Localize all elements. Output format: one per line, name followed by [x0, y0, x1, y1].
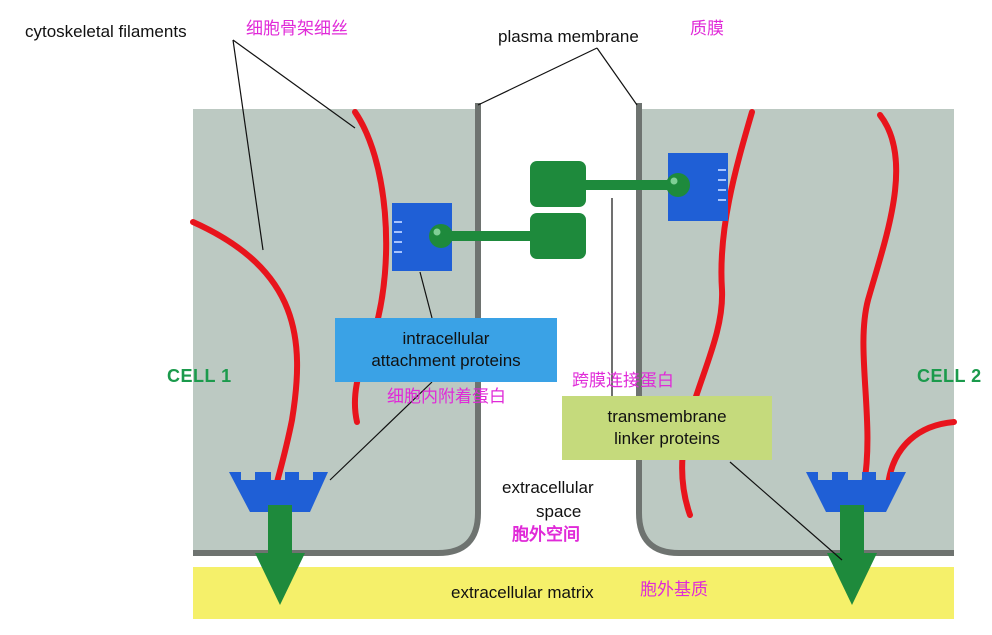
linker-knob-cell2-shine: [670, 177, 678, 185]
filament-cell1-b: [351, 109, 390, 425]
label-cell-2: CELL 2: [917, 366, 982, 386]
attachment-block-cell2-teeth: [718, 169, 726, 201]
extracellular-matrix-band: [193, 567, 954, 619]
intra-box-line-2: attachment proteins: [371, 351, 521, 370]
label-cell-1: CELL 1: [167, 366, 232, 386]
linker-head-top: [530, 161, 586, 207]
cell-1-membrane: [193, 103, 481, 556]
intra-box-line-1: intracellular: [402, 328, 490, 348]
label-extracellular-space-cn: 胞外空间: [512, 525, 580, 545]
linker-rod-cell1: [440, 231, 532, 241]
label-extracellular-space-1: extracellular: [502, 478, 594, 497]
intracellular-attachment-proteins-box: intracellular attachment proteins: [335, 318, 557, 382]
label-intracellular-attachment-cn: 细胞内附着蛋白: [387, 387, 506, 407]
transmembrane-linker-proteins-box: transmembrane linker proteins: [562, 396, 772, 460]
basal-attachment-cell1: [229, 472, 328, 512]
label-cytoskeletal-filaments: cytoskeletal filaments: [25, 22, 187, 41]
label-cytoskeletal-filaments-cn: 细胞骨架细丝: [246, 19, 348, 39]
label-plasma-membrane: plasma membrane: [498, 27, 639, 46]
attachment-block-cell1-teeth: [394, 221, 402, 253]
label-extracellular-space-2: space: [536, 502, 582, 521]
matrix-anchor-arrow-cell2: [827, 505, 877, 605]
label-plasma-membrane-cn: 质膜: [690, 19, 724, 39]
label-transmembrane-linker-cn: 跨膜连接蛋白: [572, 371, 674, 391]
linker-knob-cell2: [666, 173, 690, 197]
linker-knob-cell1-shine: [433, 228, 441, 236]
linker-head-bottom: [530, 213, 586, 259]
matrix-anchor-arrow-cell1: [255, 505, 305, 605]
cell-2-membrane: [636, 103, 954, 556]
leader-lines: [232, 39, 843, 561]
linker-rod-cell2: [584, 180, 680, 190]
basal-attachment-cell2: [806, 472, 906, 512]
linker-knob-cell1: [429, 224, 453, 248]
trans-box-line-1: transmembrane: [607, 406, 727, 426]
filament-cell2-b: [860, 112, 900, 488]
label-extracellular-matrix: extracellular matrix: [451, 583, 594, 602]
trans-box-line-2: linker proteins: [614, 429, 720, 448]
label-extracellular-matrix-cn: 胞外基质: [640, 580, 708, 600]
